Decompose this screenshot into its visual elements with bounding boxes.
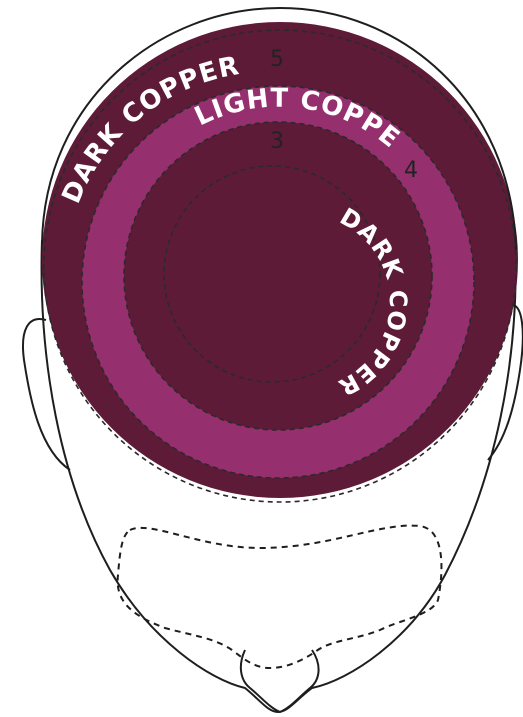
zone-3-number: 3 <box>270 129 284 154</box>
zone-4-number: 4 <box>404 158 418 183</box>
face-zone-dashed <box>118 526 442 668</box>
zone-5-number: 5 <box>270 47 284 72</box>
chin-outline <box>241 650 319 712</box>
